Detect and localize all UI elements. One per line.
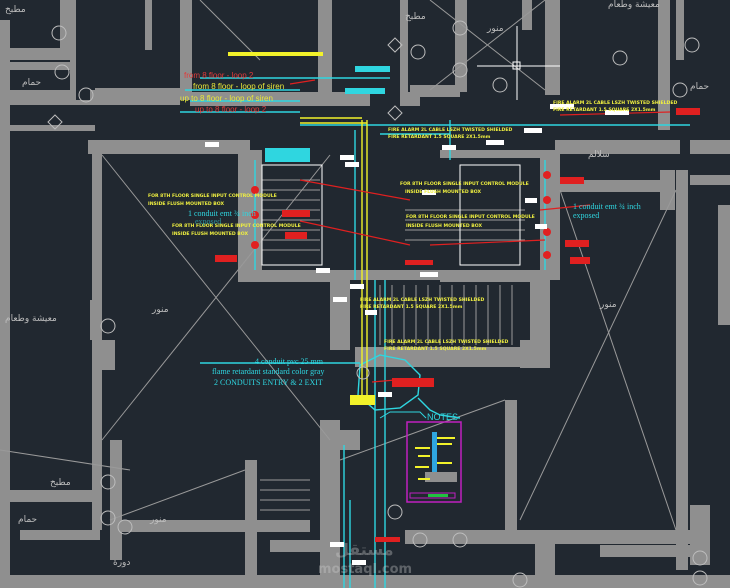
- device-red-6: [215, 255, 237, 262]
- room-label-shaft-right: منور: [600, 300, 617, 310]
- smoke-detector-6: [251, 211, 259, 219]
- room-label-shaft-left: منور: [152, 305, 169, 315]
- conduit-note-left: 1 conduit emt ¾ inch: [188, 209, 256, 218]
- note-riser-2-a: FIRE ALARM 2L CABLE LSZH TWISTED SHIELDE…: [384, 340, 509, 345]
- room-symbols: [47, 20, 708, 588]
- lift-shaft-left: [261, 164, 323, 266]
- riser-note-line-1: 4 conduit pvc 25 mm: [255, 357, 323, 366]
- note-riser-1-a: FIRE ALARM 2L CABLE LSZH TWISTED SHIELDE…: [360, 298, 485, 303]
- smoke-detector-1: [543, 171, 551, 179]
- room-label-top-right: معيشة وطعام: [608, 0, 660, 10]
- room-label-living-dining: معيشة وطعام: [5, 314, 57, 324]
- note-riser-1-b: FIRE RETARDANT 1.5 SQUARE 2X1.5mm: [360, 305, 463, 310]
- loop-label-3: up to 8 floor - loop of siren: [180, 94, 273, 103]
- conduit-note-right: 1 conduit emt ¾ inch: [573, 202, 641, 211]
- red-devices: [215, 79, 700, 542]
- room-label-kitchen-bottom-left: مطبخ: [50, 478, 71, 488]
- note-left-module-a-1: FOR 8TH FLOOR SINGLE INPUT CONTROL MODUL…: [148, 194, 277, 199]
- room-label-top-mid: مطبخ: [405, 12, 426, 22]
- lift-shaft-right: [459, 164, 521, 266]
- note-top-right-1: FIRE ALARM 2L CABLE LSZH TWISTED SHIELDE…: [553, 101, 678, 106]
- smoke-detector-5: [251, 186, 259, 194]
- watermark-url: mostaql.com: [318, 562, 413, 577]
- loop-label-2: from 8 floor - loop of siren: [193, 82, 285, 91]
- device-red-riser: [392, 378, 434, 387]
- device-red-2: [565, 240, 589, 247]
- room-label-stair: سلالم: [588, 150, 610, 160]
- note-center-module-b-2: INSIDE FLUSH MOUNTED BOX: [406, 224, 483, 229]
- room-label-shaft-top: منور: [487, 24, 504, 34]
- smoke-detector-3: [543, 228, 551, 236]
- device-red-1: [560, 177, 584, 184]
- note-riser-2-b: FIRE RETARDANT 1.5 SQUARE 2X1.5mm: [384, 347, 487, 352]
- note-center-module-b-1: FOR 8TH FLOOR SINGLE INPUT CONTROL MODUL…: [406, 215, 535, 220]
- note-left-module-b-1: FOR 8TH FLOOR SINGLE INPUT CONTROL MODUL…: [172, 224, 301, 229]
- room-label-kitchen-top-left: مطبخ: [5, 5, 26, 15]
- watermark-logo-text: مستقل: [335, 540, 394, 559]
- device-red-top-right: [676, 108, 700, 115]
- note-center-top-1: FIRE ALARM 2L CABLE LSZH TWISTED SHIELDE…: [388, 128, 513, 133]
- note-left-module-a-2: INSIDE FLUSH MOUNTED BOX: [148, 202, 225, 207]
- yellow-cable-tray: [228, 52, 323, 56]
- smoke-detector-7: [251, 241, 259, 249]
- loop-label-4: up to 8 floor - loop 2: [195, 105, 267, 114]
- stair-treads: [260, 164, 525, 511]
- smoke-detector-2: [543, 196, 551, 204]
- note-center-module-a-2: INSIDE FLUSH MOUNTED BOX: [405, 190, 482, 195]
- room-label-shaft-bottom: منور: [150, 515, 167, 525]
- room-label-bath-top-left: حمام: [22, 78, 42, 88]
- panel-cyan-top: [355, 66, 390, 72]
- device-red-4: [282, 210, 310, 217]
- notes-detail-frame: [379, 411, 462, 503]
- panel-cyan-2: [345, 88, 385, 94]
- room-label-wc-bottom: دورة: [113, 558, 131, 568]
- note-top-right-2: FIRE RETARDANT 1.5 SQUARE 2X1.5mm: [553, 108, 656, 113]
- note-center-module-a-1: FOR 8TH FLOOR SINGLE INPUT CONTROL MODUL…: [400, 182, 529, 187]
- conduit-note-right-2: exposed: [573, 211, 600, 220]
- loop-label-1: from 8 floor - loop 2: [184, 71, 254, 80]
- conduit-note-left-2: exposed: [195, 217, 222, 226]
- fire-alarm-panel: [265, 148, 310, 162]
- notes-label: NOTES: [427, 412, 459, 422]
- device-red-bottom: [375, 537, 400, 542]
- cyan-panels: [265, 66, 390, 162]
- device-red-7: [405, 260, 433, 265]
- riser-note-line-3: 2 CONDUITS ENTRY & 2 EXIT: [214, 378, 323, 387]
- note-center-top-2: FIRE RETARDANT 1.5 SQUARE 2X1.5mm: [388, 135, 491, 140]
- note-left-module-b-2: INSIDE FLUSH MOUNTED BOX: [172, 232, 249, 237]
- conduits-yellow: [228, 52, 375, 405]
- room-label-bath-right: حمام: [690, 82, 710, 92]
- crosshair-cursor: [477, 26, 560, 100]
- riser-note-line-2: flame retardant standard color gray: [212, 367, 325, 376]
- yellow-junction-box: [350, 395, 375, 405]
- device-red-5: [285, 232, 307, 239]
- device-red-3: [570, 257, 590, 264]
- white-tags: [205, 104, 629, 565]
- room-label-bath-bottom-left: حمام: [18, 515, 38, 525]
- smoke-detector-4: [543, 251, 551, 259]
